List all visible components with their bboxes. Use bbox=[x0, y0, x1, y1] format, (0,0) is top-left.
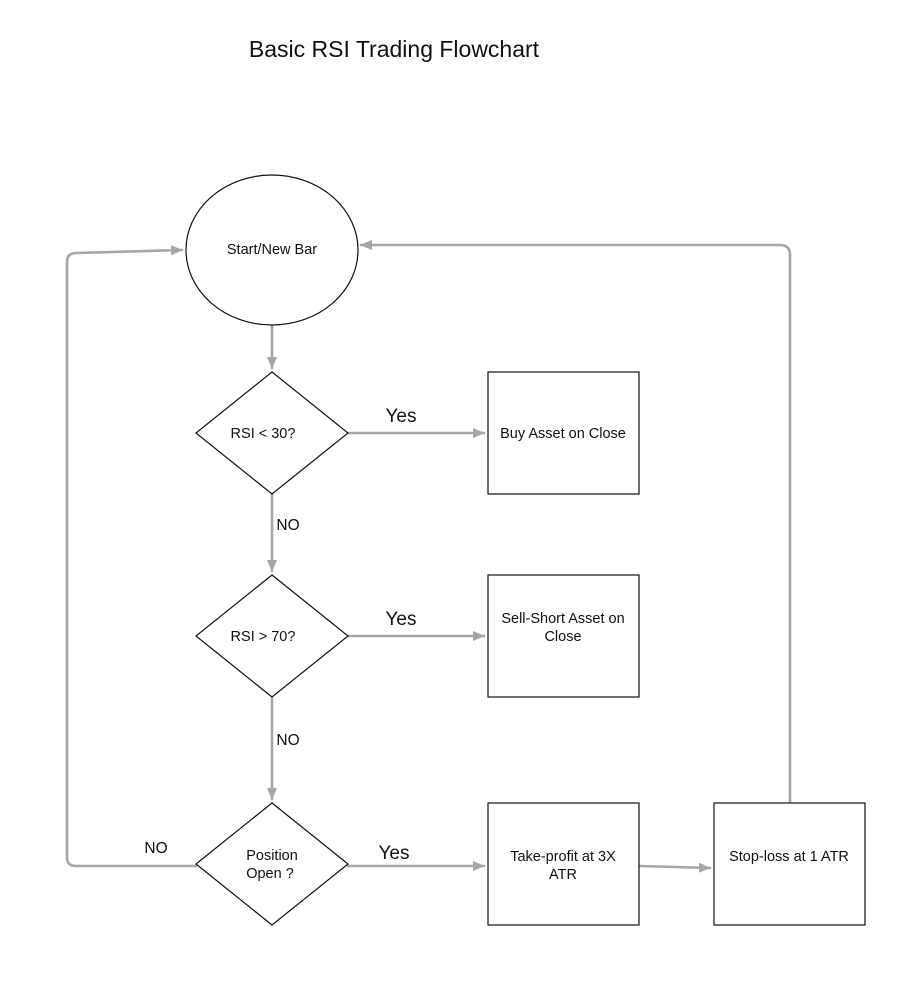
sell-short-label-line-1: Sell-Short Asset on bbox=[501, 611, 624, 627]
node-start: Start/New Bar bbox=[185, 174, 359, 326]
stop-loss-box bbox=[713, 802, 866, 926]
take-profit-label-line-1: Take-profit at 3X bbox=[510, 849, 616, 865]
stop-loss-label: Stop-loss at 1 ATR bbox=[729, 849, 849, 865]
edges bbox=[65, 240, 792, 873]
node-stop-loss: Stop-loss at 1 ATR bbox=[713, 802, 866, 926]
rsi-low-yes-label: Yes bbox=[386, 406, 417, 427]
position-no-label: NO bbox=[144, 840, 167, 857]
rsi-low-diamond bbox=[195, 371, 349, 495]
take-profit-box bbox=[487, 802, 640, 926]
start-ellipse bbox=[185, 174, 359, 326]
rsi-high-diamond bbox=[195, 574, 349, 698]
rsi-high-yes-label: Yes bbox=[386, 609, 417, 630]
rsi-low-label: RSI < 30? bbox=[231, 426, 296, 442]
rsi-high-label: RSI > 70? bbox=[231, 629, 296, 645]
sell-short-label-line-2: Close bbox=[544, 629, 581, 645]
rsi-low-no-label: NO bbox=[276, 517, 299, 534]
sell-short-box bbox=[487, 574, 640, 698]
position-yes-label: Yes bbox=[379, 843, 410, 864]
node-position-open: Position Open ? bbox=[195, 802, 349, 926]
flowchart-title: Basic RSI Trading Flowchart bbox=[249, 36, 540, 62]
buy-label: Buy Asset on Close bbox=[500, 426, 626, 442]
node-rsi-low: RSI < 30? bbox=[195, 371, 349, 495]
node-buy: Buy Asset on Close bbox=[487, 371, 640, 495]
buy-box bbox=[487, 371, 640, 495]
edge-take-profit-to-stop-loss bbox=[638, 862, 712, 873]
rsi-high-no-label: NO bbox=[276, 732, 299, 749]
edge-position-no-loop bbox=[65, 245, 198, 868]
node-take-profit: Take-profit at 3X ATR bbox=[487, 802, 640, 926]
start-label: Start/New Bar bbox=[227, 242, 317, 258]
position-open-label-line-2: Open ? bbox=[246, 866, 294, 882]
edge-stop-loss-loop bbox=[359, 240, 792, 804]
position-open-label-line-1: Position bbox=[246, 848, 298, 864]
position-open-diamond bbox=[195, 802, 349, 926]
take-profit-label-line-2: ATR bbox=[549, 867, 577, 883]
node-rsi-high: RSI > 70? bbox=[195, 574, 349, 698]
node-sell-short: Sell-Short Asset on Close bbox=[487, 574, 640, 698]
